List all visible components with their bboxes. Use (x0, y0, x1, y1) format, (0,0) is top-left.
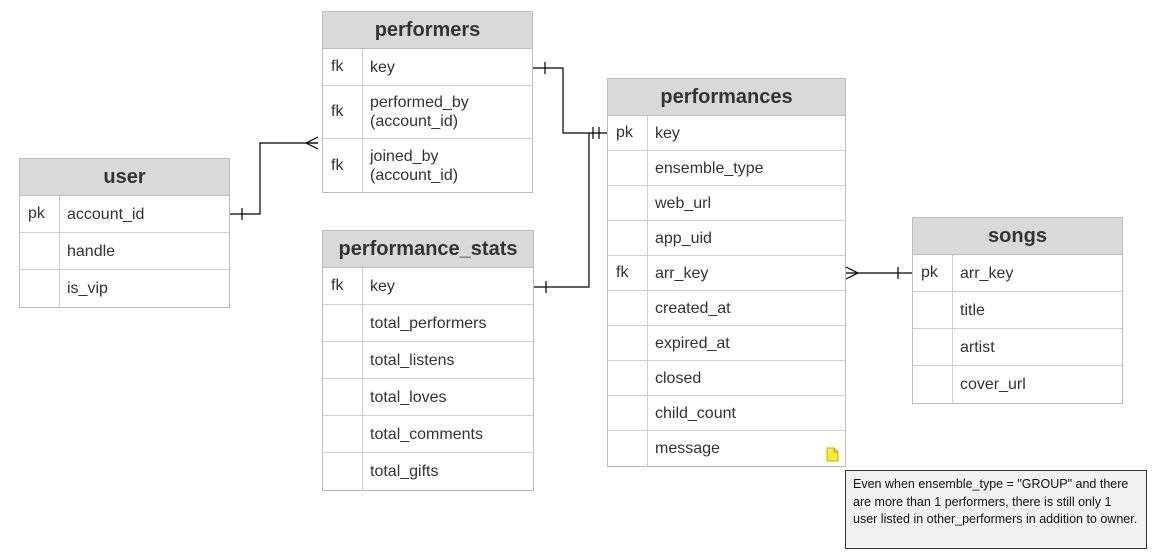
key-cell (20, 233, 60, 269)
key-cell: fk (323, 139, 363, 192)
key-cell (323, 416, 363, 452)
field-cell: ensemble_type (655, 159, 764, 177)
table-row[interactable]: closed (608, 361, 845, 396)
key-cell (608, 326, 648, 360)
table-title: songs (913, 218, 1122, 255)
table-row[interactable]: title (913, 292, 1122, 329)
key-cell: pk (20, 196, 60, 232)
key-cell (608, 291, 648, 325)
table-row[interactable]: child_count (608, 396, 845, 431)
key-cell (323, 342, 363, 378)
table-row[interactable]: handle (20, 233, 229, 270)
table-row[interactable]: pk arr_key (913, 255, 1122, 292)
key-cell: fk (323, 86, 363, 138)
table-row[interactable]: total_loves (323, 379, 533, 416)
table-row[interactable]: cover_url (913, 366, 1122, 403)
field-cell: total_gifts (370, 463, 439, 480)
field-cell: artist (960, 338, 995, 356)
note-icon[interactable] (826, 447, 839, 462)
field-cell: web_url (655, 194, 712, 212)
key-cell (913, 329, 953, 365)
table-title: performance_stats (323, 231, 533, 268)
field-cell: handle (67, 242, 116, 260)
key-cell (608, 151, 648, 185)
field-cell: child_count (655, 404, 736, 422)
field-cell: cover_url (960, 376, 1026, 393)
key-cell: fk (608, 256, 648, 290)
key-cell (608, 186, 648, 220)
table-title: user (20, 159, 229, 196)
field-cell: total_performers (370, 314, 487, 332)
field-cell: closed (655, 369, 702, 387)
key-cell (323, 379, 363, 415)
table-row[interactable]: pk account_id (20, 196, 229, 233)
field-cell: message (655, 440, 720, 457)
table-row[interactable]: fk arr_key (608, 256, 845, 291)
key-cell: fk (323, 49, 363, 85)
field-cell: total_loves (370, 388, 447, 406)
relation-performers-performances (533, 67, 607, 134)
field-cell: expired_at (655, 334, 730, 352)
key-cell: fk (323, 268, 363, 304)
table-row[interactable]: artist (913, 329, 1122, 366)
field-cell: arr_key (655, 264, 709, 282)
table-row[interactable]: total_listens (323, 342, 533, 379)
key-cell (913, 366, 953, 403)
key-cell (608, 431, 648, 466)
table-row[interactable]: total_gifts (323, 453, 533, 490)
field-cell: total_listens (370, 351, 455, 369)
table-row[interactable]: total_comments (323, 416, 533, 453)
field-cell: created_at (655, 299, 731, 317)
key-cell (608, 221, 648, 255)
table-row[interactable]: app_uid (608, 221, 845, 256)
field-cell: title (960, 301, 985, 319)
relation-user-performers (230, 142, 318, 215)
field-cell: key (370, 58, 395, 76)
table-row[interactable]: expired_at (608, 326, 845, 361)
key-cell (323, 305, 363, 341)
relation-stats-performances (534, 133, 590, 288)
table-row[interactable]: total_performers (323, 305, 533, 342)
field-cell: arr_key (960, 264, 1014, 282)
key-cell (608, 361, 648, 395)
table-title: performances (608, 79, 845, 116)
key-cell (913, 292, 953, 328)
table-row[interactable]: created_at (608, 291, 845, 326)
table-row[interactable]: web_url (608, 186, 845, 221)
key-cell (20, 270, 60, 307)
key-cell (323, 453, 363, 490)
field-cell: total_comments (370, 425, 483, 443)
table-title: performers (323, 12, 532, 49)
field-cell: app_uid (655, 229, 712, 247)
field-cell: is_vip (67, 280, 108, 297)
field-cell: key (370, 277, 395, 295)
field-cell: joined_by (account_id) (370, 147, 459, 184)
key-cell: pk (608, 116, 648, 150)
key-cell (608, 396, 648, 430)
field-cell: key (655, 124, 680, 142)
table-row[interactable]: ensemble_type (608, 151, 845, 186)
table-row[interactable]: message (608, 431, 845, 466)
table-row[interactable]: is_vip (20, 270, 229, 307)
note-box[interactable]: Even when ensemble_type = "GROUP" and th… (845, 470, 1147, 549)
field-cell: performed_by (account_id) (370, 94, 469, 130)
field-cell: account_id (67, 205, 145, 223)
key-cell: pk (913, 255, 953, 291)
